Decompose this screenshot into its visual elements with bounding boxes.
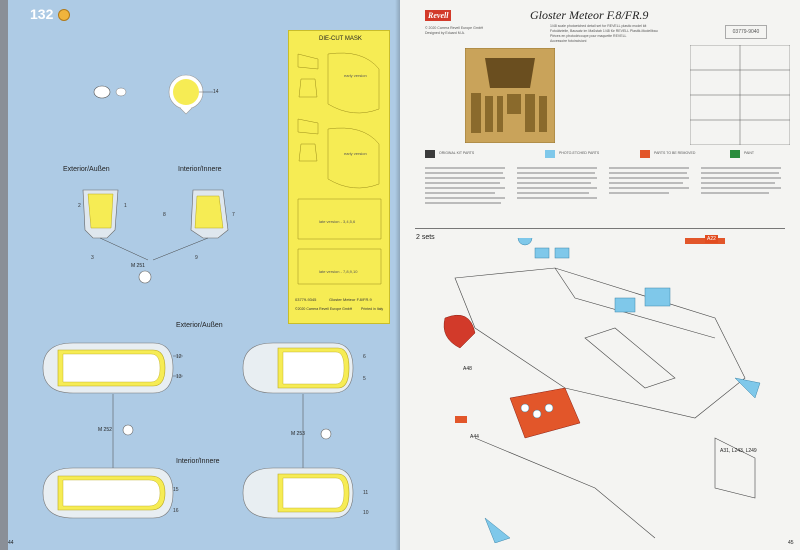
intro-line-4: Accessoire fotoincisioni	[550, 39, 587, 43]
copyright-line-1: © 2020 Carrera Revell Europe GmbH	[425, 26, 484, 30]
mask-product-name: Gloster Meteor F.8/FR.9	[329, 297, 372, 302]
part-number-6: 6	[363, 354, 366, 360]
hint-badge-icon	[58, 9, 70, 21]
part-number-3: 3	[91, 255, 94, 261]
part-code-a31: A31, L243, L249	[720, 448, 757, 454]
part-number-14: 14	[213, 89, 219, 95]
paint-ref-m252: M 252	[98, 427, 112, 433]
interior-label-bottom: Interior/Innere	[176, 458, 220, 465]
mask-label-late-1: late version - 3,4,5,6	[319, 219, 356, 224]
part-number-8: 8	[163, 212, 166, 218]
cockpit-assembly-diagram	[443, 238, 761, 543]
part-number-5: 5	[363, 376, 366, 382]
intro-line-2: Fotoätzteile, Bausatz im Maßstab 1/48 fü…	[550, 29, 658, 33]
mask-sheet-outlines	[297, 52, 382, 285]
legend-label-paint: PAINT	[744, 151, 755, 155]
part-number-7: 7	[232, 212, 235, 218]
product-title: Gloster Meteor F.8/FR.9	[530, 8, 649, 22]
legend-label-pe: PHOTO-ETCHED PARTS	[559, 151, 600, 155]
exterior-label-top: Exterior/Außen	[63, 166, 110, 173]
legend-swatch-paint	[730, 150, 740, 158]
copyright-line-2: Designed by Eduard M.A.	[425, 31, 465, 35]
legend-label-kit: ORIGINAL KIT PARTS	[439, 151, 475, 155]
intro-line-3: Pièces en photodécoupe pour maquette REV…	[550, 34, 627, 38]
photoetch-fret-image	[465, 48, 555, 143]
color-legend: ORIGINAL KIT PARTS PHOTO-ETCHED PARTS PA…	[425, 148, 785, 160]
sets-label: 2 sets	[416, 234, 435, 241]
part-code-a44: A44	[470, 434, 479, 440]
paint-ref-m253: M 253	[291, 431, 305, 437]
paint-ref-m251: M 251	[131, 263, 145, 269]
canopy-mask-top-diagram	[93, 74, 213, 115]
instruction-text-block	[425, 167, 781, 204]
part-number-11: 11	[363, 490, 369, 496]
mask-label-early-2: early version	[344, 151, 367, 156]
legend-swatch-remove	[640, 150, 650, 158]
symbols-table	[690, 45, 790, 145]
part-number-2: 2	[78, 203, 81, 209]
revell-logo: Revell	[425, 10, 452, 21]
windscreen-mask-diagram	[82, 189, 229, 284]
part-code-a48: A48	[463, 366, 472, 372]
legend-swatch-kit	[425, 150, 435, 158]
die-cut-mask-sheet: DIE-CUT MASK early version early version…	[288, 30, 390, 324]
part-number-12: 12	[176, 354, 182, 360]
legend-swatch-pe	[545, 150, 555, 158]
product-number-box: 03779-9040	[725, 25, 767, 39]
part-number-15: 15	[173, 487, 179, 493]
intro-line-1: 1/48 scale photoetched detail set for RE…	[550, 24, 647, 28]
step-number: 132	[30, 6, 54, 22]
mask-label-early-1: early version	[344, 73, 367, 78]
part-number-10: 10	[363, 510, 369, 516]
part-number-16: 16	[173, 508, 179, 514]
interior-label-top: Interior/Innere	[178, 166, 222, 173]
right-page: Revell Gloster Meteor F.8/FR.9 03779-904…	[400, 0, 800, 550]
canopy-masks-diagram	[42, 342, 354, 519]
exterior-label-mid: Exterior/Außen	[176, 322, 223, 329]
mask-made-in: Printed in Italy	[361, 307, 384, 311]
left-page: 132 14 Exterior/Außen Interior/Innere 2 …	[8, 0, 400, 550]
part-number-1: 1	[124, 203, 127, 209]
mask-copyright: ©2020 Carrera Revell Europe GmbH	[295, 307, 353, 311]
part-number-13: 13	[176, 374, 182, 380]
left-page-number: 44	[8, 540, 14, 546]
part-code-a22: A22	[705, 235, 718, 243]
part-number-9: 9	[195, 255, 198, 261]
mask-label-late-2: late version - 7,8,9,10	[319, 269, 358, 274]
divider	[415, 228, 785, 229]
legend-label-remove: PARTS TO BE REMOVED	[654, 151, 696, 155]
right-page-number: 45	[788, 540, 794, 546]
mask-product-code: 03779-9345	[295, 297, 317, 302]
mask-sheet-title: DIE-CUT MASK	[319, 36, 362, 42]
